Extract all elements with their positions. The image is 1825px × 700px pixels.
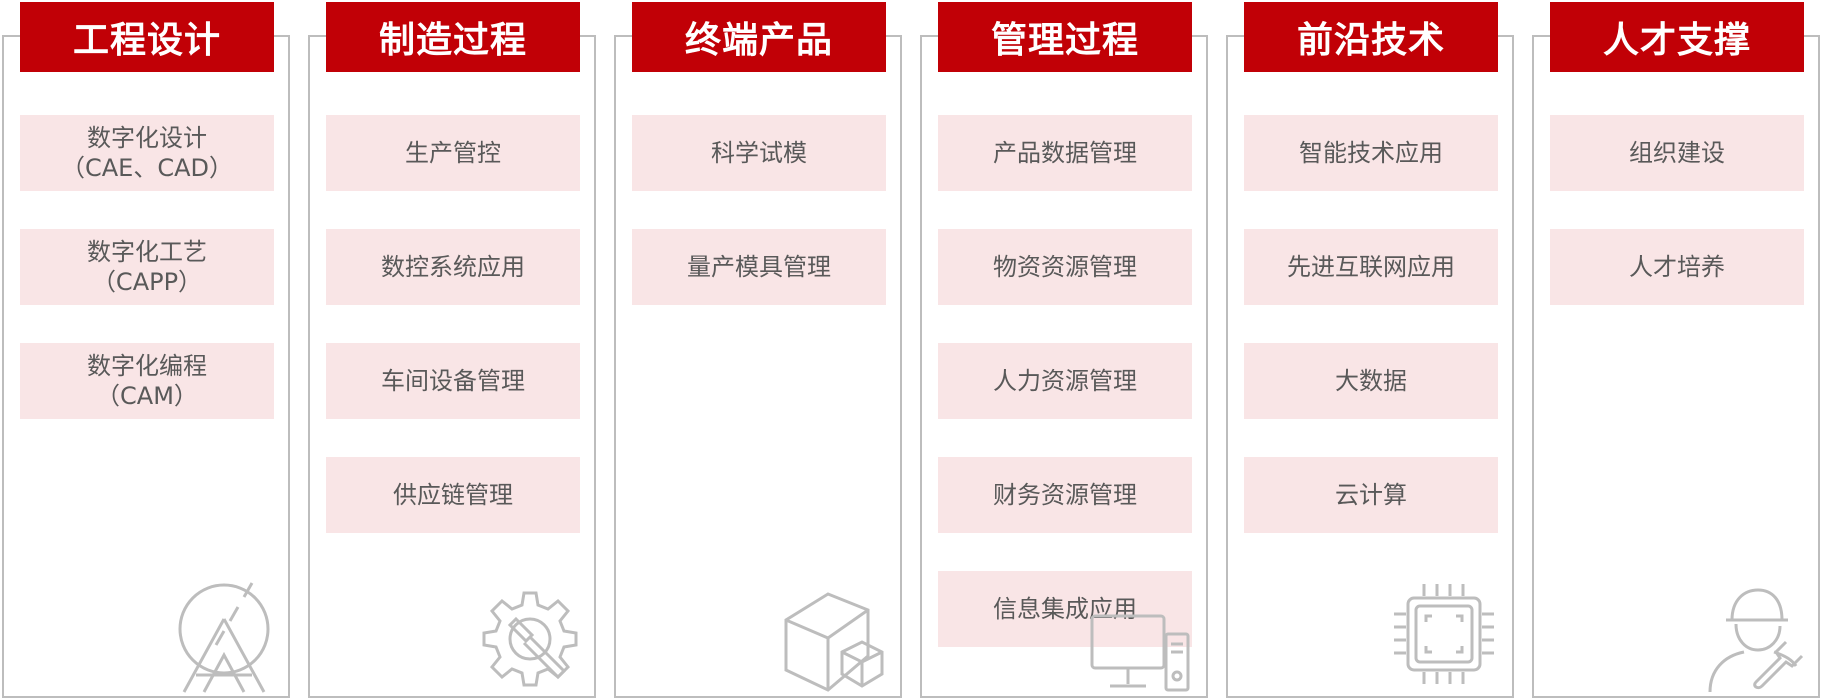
item-box: 数字化工艺 （CAPP） (20, 229, 274, 305)
item-box: 供应链管理 (326, 457, 580, 533)
column-manufacturing-process: 制造过程 生产管控 数控系统应用 车间设备管理 供应链管理 (308, 2, 596, 698)
item-label: 数字化编程 (87, 352, 207, 380)
engineer-icon (1706, 586, 1806, 694)
gear-wrench-icon (480, 589, 580, 694)
item-box: 数字化设计 （CAE、CAD） (20, 115, 274, 191)
item-box: 生产管控 (326, 115, 580, 191)
compass-icon (174, 579, 274, 694)
chip-icon (1392, 582, 1496, 686)
item-sublabel: （CAPP） (91, 268, 203, 296)
item-box: 人才培养 (1550, 229, 1804, 305)
item-label: 信息集成应用 (993, 595, 1137, 623)
column-end-products: 终端产品 科学试模 量产模具管理 (614, 2, 902, 698)
column-header: 前沿技术 (1244, 2, 1498, 72)
item-label: 先进互联网应用 (1287, 253, 1455, 281)
column-engineering-design: 工程设计 数字化设计 （CAE、CAD） 数字化工艺 （CAPP） 数字化编程 … (2, 2, 290, 698)
item-label: 量产模具管理 (687, 253, 831, 281)
item-label: 产品数据管理 (993, 139, 1137, 167)
column-frontier-tech: 前沿技术 智能技术应用 先进互联网应用 大数据 云计算 (1226, 2, 1514, 698)
item-box: 智能技术应用 (1244, 115, 1498, 191)
item-box: 车间设备管理 (326, 343, 580, 419)
item-label: 财务资源管理 (993, 481, 1137, 509)
item-label: 大数据 (1335, 367, 1407, 395)
item-box: 物资资源管理 (938, 229, 1192, 305)
item-box: 数控系统应用 (326, 229, 580, 305)
item-box: 量产模具管理 (632, 229, 886, 305)
item-box: 数字化编程 （CAM） (20, 343, 274, 419)
column-header: 工程设计 (20, 2, 274, 72)
item-label: 供应链管理 (393, 481, 513, 509)
item-box: 产品数据管理 (938, 115, 1192, 191)
column-management-process: 管理过程 产品数据管理 物资资源管理 人力资源管理 财务资源管理 信息集成应用 (920, 2, 1208, 698)
boxes-icon (782, 590, 886, 694)
item-box: 组织建设 (1550, 115, 1804, 191)
item-label: 物资资源管理 (993, 253, 1137, 281)
computer-icon (1088, 612, 1192, 694)
item-box: 信息集成应用 (938, 571, 1192, 647)
item-box: 云计算 (1244, 457, 1498, 533)
item-box: 科学试模 (632, 115, 886, 191)
item-box: 人力资源管理 (938, 343, 1192, 419)
item-label: 科学试模 (711, 139, 807, 167)
item-label: 智能技术应用 (1299, 139, 1443, 167)
item-label: 数字化设计 (87, 124, 207, 152)
column-header: 制造过程 (326, 2, 580, 72)
item-sublabel: （CAE、CAD） (61, 154, 233, 182)
column-header: 人才支撑 (1550, 2, 1804, 72)
item-box: 先进互联网应用 (1244, 229, 1498, 305)
item-label: 数控系统应用 (381, 253, 525, 281)
column-header: 终端产品 (632, 2, 886, 72)
item-label: 人才培养 (1629, 253, 1725, 281)
column-talent-support: 人才支撑 组织建设 人才培养 (1532, 2, 1820, 698)
item-label: 生产管控 (405, 139, 501, 167)
item-label: 云计算 (1335, 481, 1407, 509)
item-sublabel: （CAM） (96, 382, 198, 410)
item-box: 财务资源管理 (938, 457, 1192, 533)
column-header: 管理过程 (938, 2, 1192, 72)
item-label: 人力资源管理 (993, 367, 1137, 395)
item-label: 组织建设 (1629, 139, 1725, 167)
item-box: 大数据 (1244, 343, 1498, 419)
item-label: 车间设备管理 (381, 367, 525, 395)
item-label: 数字化工艺 (87, 238, 207, 266)
